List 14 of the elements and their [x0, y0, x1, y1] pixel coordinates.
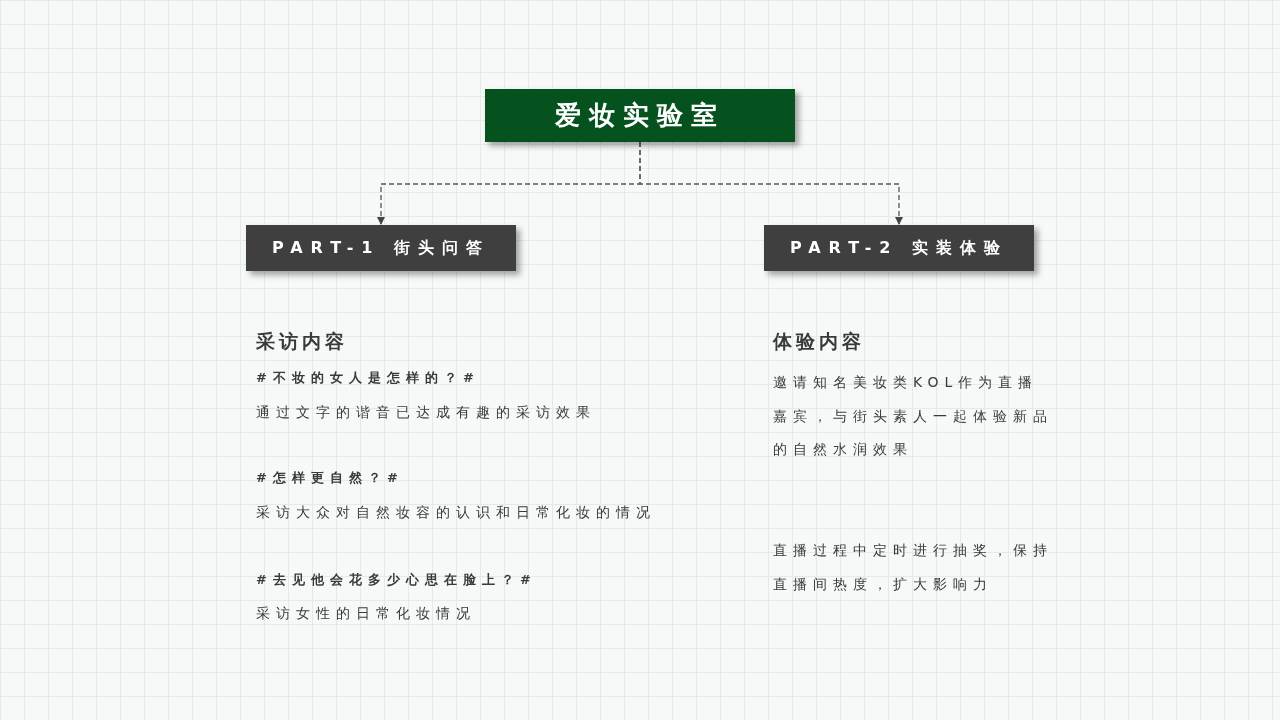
section-box: PART-2 实装体验: [764, 225, 1034, 271]
question-text: #去见他会花多少心思在脸上？#: [256, 571, 538, 589]
title-box: 爱妆实验室: [485, 89, 795, 142]
section-box: PART-1 街头问答: [246, 225, 516, 271]
description-text: 通过文字的谐音已达成有趣的采访效果: [256, 403, 597, 422]
question-text: #不妆的女人是怎样的？#: [256, 369, 481, 387]
description-text: 采访大众对自然妆容的认识和日常化妆的情况: [256, 503, 657, 522]
description-text: 采访女性的日常化妆情况: [256, 604, 477, 623]
description-text: 邀请知名美妆类KOL作为直播嘉宾，与街头素人一起体验新品的自然水润效果: [773, 373, 1054, 459]
question-text: #怎样更自然？#: [256, 469, 405, 487]
section-heading: 体验内容: [773, 329, 866, 354]
description-text: 直播过程中定时进行抽奖，保持直播间热度，扩大影响力: [773, 541, 1054, 594]
dashed-arrow: [639, 141, 903, 225]
section-heading: 采访内容: [256, 329, 349, 354]
